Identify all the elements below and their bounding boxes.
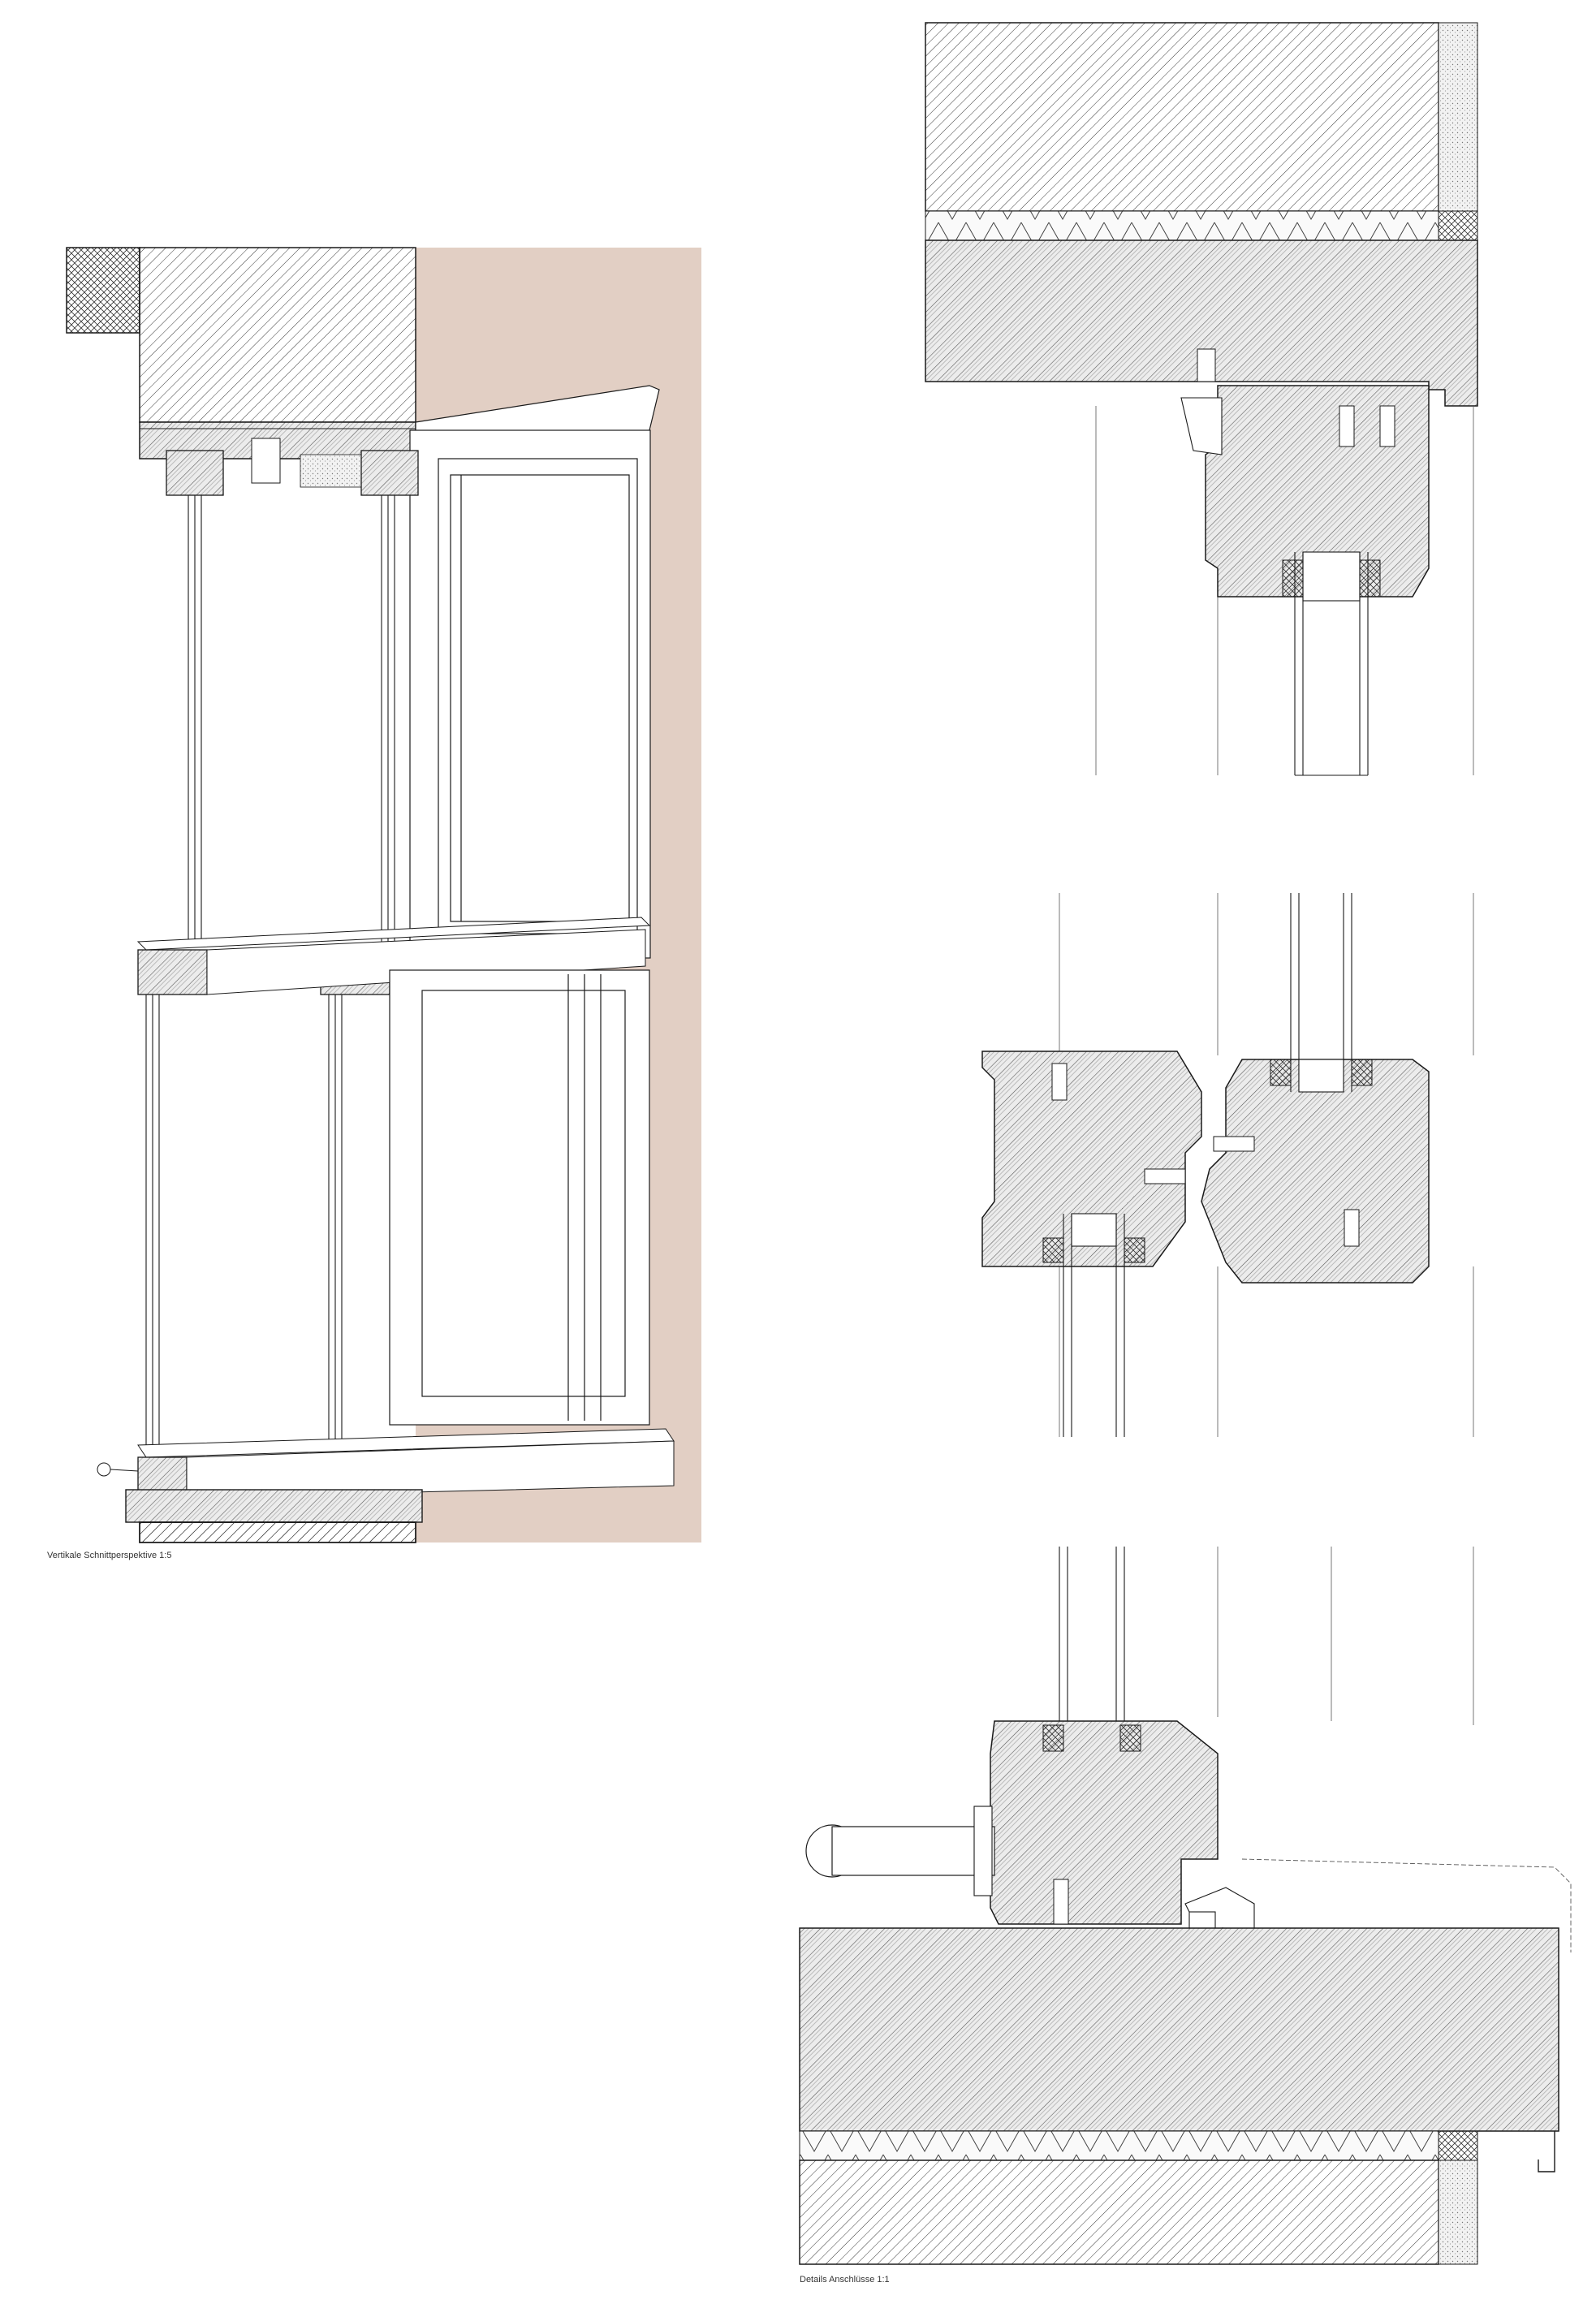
upper-window-frame — [409, 429, 651, 959]
lower-sash-inner — [421, 990, 626, 1397]
head-glass — [1294, 551, 1369, 776]
head-wall — [925, 22, 1439, 212]
mullion-bead-upper-left — [1270, 1059, 1292, 1086]
window-handle-arm — [831, 1826, 995, 1876]
frame-profile-outer — [166, 450, 224, 496]
upper-frame-profiles — [166, 438, 419, 496]
frame-profile-inner — [360, 450, 419, 496]
upper-glazing — [188, 495, 395, 946]
sill-wall — [799, 2159, 1439, 2265]
lower-window-frame — [389, 969, 650, 1426]
left-lower-wall-body — [140, 1522, 416, 1542]
lower-sill-assembly — [97, 1428, 675, 1523]
detail-mullion — [981, 893, 1474, 1437]
wall-below-sill — [140, 1522, 416, 1542]
transom-top — [136, 917, 651, 951]
sill-insulation — [799, 2130, 1439, 2161]
head-lintel — [925, 239, 1478, 407]
transom-section-outer — [137, 949, 208, 995]
vertical-section-perspective — [66, 247, 701, 1543]
mullion-left-profile — [981, 1051, 1202, 1267]
spacer — [1302, 551, 1361, 602]
sill-timber — [125, 1489, 423, 1523]
caption-connection-details: Details Anschlüsse 1:1 — [800, 2275, 890, 2285]
sill-bead-right — [1119, 1724, 1141, 1752]
window-handle-knob — [97, 1462, 111, 1477]
mullion-groove-right — [1344, 1209, 1360, 1247]
upper-sash-inner — [438, 458, 638, 934]
sill-plaster — [1438, 2159, 1478, 2265]
lower-sash-outline — [389, 969, 650, 1426]
transom-face — [206, 929, 646, 995]
head-plaster — [1438, 22, 1478, 212]
sill-gasket — [1438, 2130, 1478, 2161]
mullion-seal-1 — [1213, 1136, 1255, 1152]
sill-frame — [990, 1720, 1219, 1925]
window-handle-shaft — [110, 1469, 139, 1472]
window-handle-base — [973, 1806, 993, 1896]
spacer — [1298, 1059, 1344, 1093]
mullion-right-profile — [1201, 1059, 1430, 1284]
ceiling-insulation — [300, 454, 366, 488]
small-masonry-block-top — [66, 247, 140, 334]
detail-sill — [799, 1547, 1572, 2265]
sill-groove — [1053, 1879, 1069, 1925]
detail-head — [925, 22, 1478, 776]
mullion-groove-left — [1051, 1063, 1068, 1101]
connection-details — [799, 22, 1572, 2265]
outline — [251, 438, 281, 484]
mullion-bead-lower-right — [1124, 1237, 1145, 1263]
head-gasket — [1438, 210, 1478, 241]
caption-vertical-section: Vertikale Schnittperspektive 1:5 — [47, 1551, 172, 1560]
sill-guide-lines — [1217, 1547, 1474, 1725]
upper-sash-inner-2 — [450, 474, 630, 922]
sill-timber — [799, 1927, 1559, 2132]
head-glazing-bead-left — [1282, 559, 1304, 598]
drip-cover — [1241, 1858, 1572, 1952]
mullion-bead-lower-left — [1042, 1237, 1064, 1263]
head-glazing-bead-right — [1359, 559, 1381, 598]
mullion-seal-2 — [1144, 1168, 1186, 1184]
head-groove-1 — [1339, 405, 1355, 447]
head-seal — [1180, 397, 1223, 455]
upper-sash-outline — [409, 429, 651, 959]
mullion-guide-lines — [1059, 893, 1474, 1437]
head-guide-lines — [1095, 406, 1474, 775]
head-groove-2 — [1379, 405, 1395, 447]
head-insulation — [925, 210, 1439, 241]
lower-glazing — [145, 995, 343, 1449]
mullion-bead-upper-right — [1351, 1059, 1373, 1086]
sill-board-face — [186, 1440, 675, 1499]
sill-bead-left — [1042, 1724, 1064, 1752]
upper-wall — [139, 247, 416, 423]
head-seal-2 — [1197, 348, 1216, 382]
middle-transom — [136, 917, 651, 995]
spacer — [1071, 1213, 1117, 1247]
mullion-glass-upper — [1290, 893, 1352, 1093]
